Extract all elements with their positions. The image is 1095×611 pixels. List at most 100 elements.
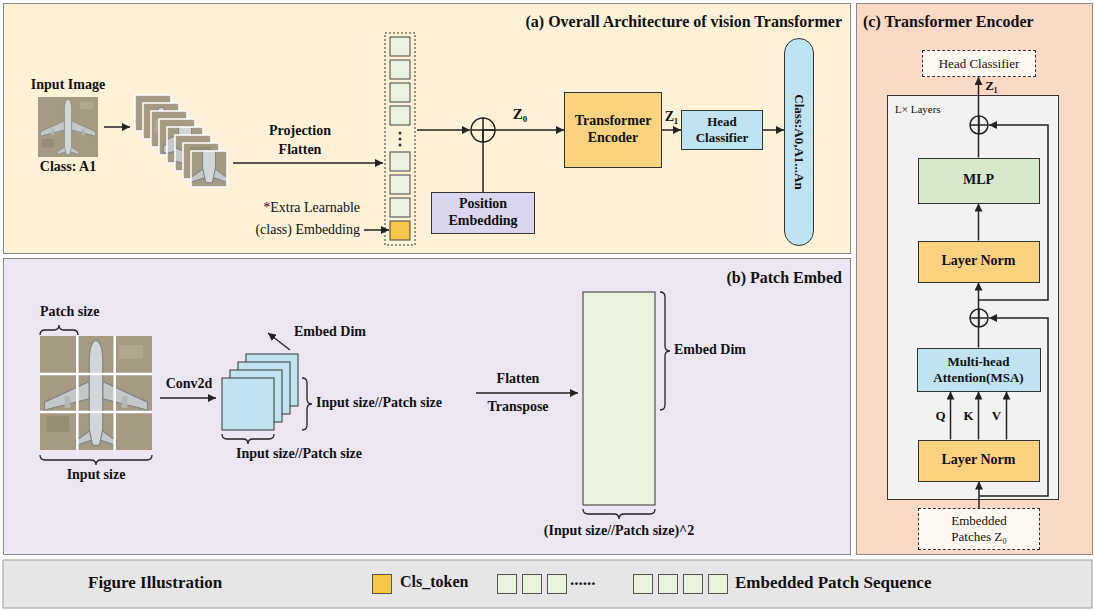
legend-swatch — [708, 574, 728, 594]
layer-stack: MLPLayer NormMulti-head Attention(MSA)La… — [887, 95, 1059, 500]
image-patch — [155, 79, 263, 187]
panel-title: (c) Transformer Encoder — [857, 13, 1092, 31]
node-label: Head Classifier — [939, 56, 1020, 72]
legend-bar — [3, 560, 1092, 608]
class-output-pill: Class:A0,A1...An — [784, 38, 814, 246]
position-embedding-box: Position Embedding — [431, 192, 535, 234]
ellipsis-dot — [399, 132, 402, 135]
node-label: Head Classifier — [687, 114, 757, 145]
dimension-brace — [222, 434, 274, 444]
label-holder: Flatten Transpose — [476, 365, 560, 421]
node-label: MLP — [963, 172, 994, 189]
legend-text: Embedded Patch Sequence — [735, 573, 931, 593]
node-label: Layer Norm — [942, 253, 1016, 270]
flow-arrow — [476, 392, 578, 394]
flow-arrow — [233, 162, 383, 164]
label-holder: Z₁ — [664, 109, 680, 125]
legend-swatch — [547, 574, 567, 594]
label-holder: Q — [934, 408, 946, 424]
label-holder: Input size — [67, 467, 126, 483]
flow-arrow — [763, 129, 784, 131]
label-holder: Class: A1 — [40, 159, 96, 175]
annotation-label: Projection Flatten — [254, 121, 346, 159]
annotation-label: Patch size — [40, 304, 99, 320]
annotation-label: Embed Dim — [674, 342, 746, 358]
edge-label: K — [962, 408, 974, 424]
norm-box: Layer Norm — [918, 440, 1040, 482]
annotation-label: Flatten Transpose — [476, 365, 560, 421]
mlp-box: MLP — [918, 158, 1040, 204]
flow-arrow — [978, 204, 980, 241]
label-holder: Conv2d — [166, 376, 213, 392]
label-holder: V — [991, 408, 1002, 424]
edge-label: Z₁ — [984, 78, 999, 94]
dimension-brace — [40, 325, 78, 335]
label-holder: Embedded Patch Sequence — [735, 573, 931, 593]
edge-label: V — [991, 408, 1002, 424]
annotation-label: Class: A1 — [40, 159, 96, 175]
patch-token — [390, 152, 410, 171]
classifier-box: Head Classifier — [922, 50, 1036, 77]
node-label: L× Layers — [895, 103, 941, 115]
edge-label: Z₁ — [664, 109, 680, 125]
label-holder: Patch size — [40, 304, 99, 320]
annotation-label: Embed Dim — [294, 324, 366, 340]
airplane-picture — [155, 79, 263, 187]
label-holder: Figure Illustration — [88, 573, 222, 593]
patch-token — [390, 175, 410, 194]
annotation-label: Input Image — [31, 77, 105, 93]
input-image — [40, 336, 152, 450]
patch-grid — [76, 336, 79, 450]
norm-box: Layer Norm — [918, 241, 1040, 283]
input-image — [38, 97, 98, 157]
flow-arrow — [978, 482, 980, 509]
legend-swatch — [633, 574, 653, 594]
annotation-label: ...... — [570, 570, 596, 590]
label-holder: Embed Dim — [294, 324, 366, 340]
encoder-box: Transformer Encoder — [564, 92, 662, 168]
annotation-label: (Input size//Patch size)^2 — [544, 523, 694, 539]
flow-arrow — [978, 392, 980, 440]
patch-token — [390, 106, 410, 125]
attention-box: Multi-head Attention(MSA) — [917, 348, 1041, 392]
flow-arrow — [417, 129, 470, 131]
label-holder: Input size//Patch size — [316, 395, 442, 411]
token-matrix — [583, 292, 655, 505]
airplane-picture — [38, 97, 98, 157]
patch-token — [390, 83, 410, 102]
patch-grid — [113, 336, 116, 450]
label-holder: Embed Dim — [674, 342, 746, 358]
dimension-brace — [40, 455, 152, 465]
edge-label: Q — [934, 408, 946, 424]
input-box: Embedded Patches Z₀ — [918, 508, 1040, 550]
dimension-brace — [583, 509, 655, 519]
label-holder: Z₁ — [984, 78, 999, 94]
token-column — [385, 33, 415, 245]
legend-swatch — [372, 574, 392, 594]
annotation-label: Input size//Patch size — [236, 446, 362, 462]
label-holder: ...... — [570, 570, 596, 590]
patch-grid — [40, 411, 152, 414]
node-label: Embedded Patches Z₀ — [936, 513, 1022, 544]
feature-map — [222, 378, 274, 430]
flow-arrow — [1006, 392, 1008, 440]
dimension-arrow — [268, 333, 290, 350]
legend-swatch — [683, 574, 703, 594]
panel-title: (a) Overall Architecture of vision Trans… — [4, 13, 850, 31]
dimension-brace — [302, 378, 312, 430]
label-holder: (Input size//Patch size)^2 — [544, 523, 694, 539]
label-holder: Input size//Patch size — [236, 446, 362, 462]
annotation-label: Z₀ — [513, 106, 528, 123]
flow-arrow — [978, 77, 980, 158]
label-holder: Projection Flatten — [254, 121, 346, 159]
legend-swatch — [522, 574, 542, 594]
panel-a: Transformer EncoderHead ClassifierClass:… — [3, 3, 851, 254]
legend-text: Cls_token — [400, 573, 468, 591]
cls-token — [390, 221, 410, 240]
flow-arrow — [950, 392, 952, 440]
annotation-label: Conv2d — [166, 376, 213, 392]
node-label: Multi-head Attention(MSA) — [923, 354, 1035, 385]
